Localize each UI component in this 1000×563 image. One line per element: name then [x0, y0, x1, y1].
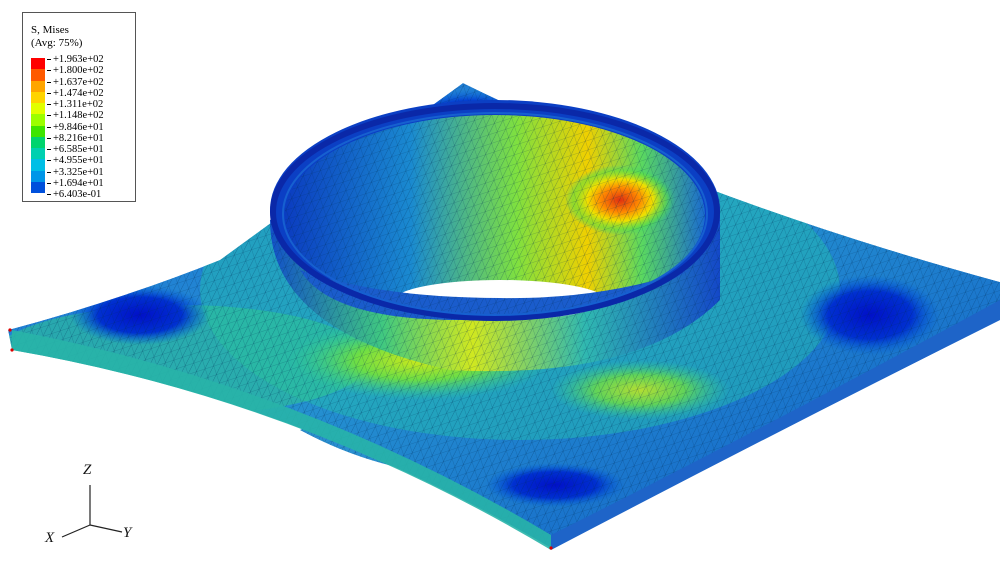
- axis-label-z: Z: [83, 462, 92, 478]
- legend-label: +3.325e+01: [47, 167, 104, 178]
- legend-label: +6.585e+01: [47, 144, 104, 155]
- legend-swatch: [31, 58, 45, 70]
- legend-swatch: [31, 80, 45, 92]
- axis-triad: [61, 485, 123, 538]
- legend-swatch: [31, 136, 45, 148]
- legend-label: +4.955e+01: [47, 155, 104, 166]
- legend-title: S, Mises: [31, 24, 69, 36]
- legend-color-bar: [31, 58, 45, 193]
- legend-label: +8.216e+01: [47, 133, 104, 144]
- legend-swatch: [31, 69, 45, 81]
- legend-swatch: [31, 91, 45, 103]
- legend-label: +1.148e+02: [47, 110, 104, 121]
- axis-label-x: X: [45, 530, 55, 546]
- legend-swatch: [31, 159, 45, 171]
- legend-swatch: [31, 170, 45, 182]
- legend-labels: +1.963e+02+1.800e+02+1.637e+02+1.474e+02…: [47, 54, 104, 200]
- axis-label-y: Y: [123, 525, 132, 541]
- legend-label: +1.637e+02: [47, 77, 104, 88]
- legend-label: +1.800e+02: [47, 65, 104, 76]
- legend-label: +1.311e+02: [47, 99, 104, 110]
- plate-edge: [12, 330, 551, 550]
- legend-label: +1.474e+02: [47, 88, 104, 99]
- legend-swatch: [31, 103, 45, 115]
- contour-legend: S, Mises (Avg: 75%) +1.963e+02+1.800e+02…: [22, 12, 136, 202]
- legend-swatch: [31, 125, 45, 137]
- legend-subtitle: (Avg: 75%): [31, 37, 83, 49]
- legend-label: +6.403e-01: [47, 189, 104, 200]
- legend-label: +9.846e+01: [47, 122, 104, 133]
- legend-label: +1.694e+01: [47, 178, 104, 189]
- legend-swatch: [31, 148, 45, 160]
- legend-swatch: [31, 181, 45, 193]
- legend-label: +1.963e+02: [47, 54, 104, 65]
- legend-swatch: [31, 114, 45, 126]
